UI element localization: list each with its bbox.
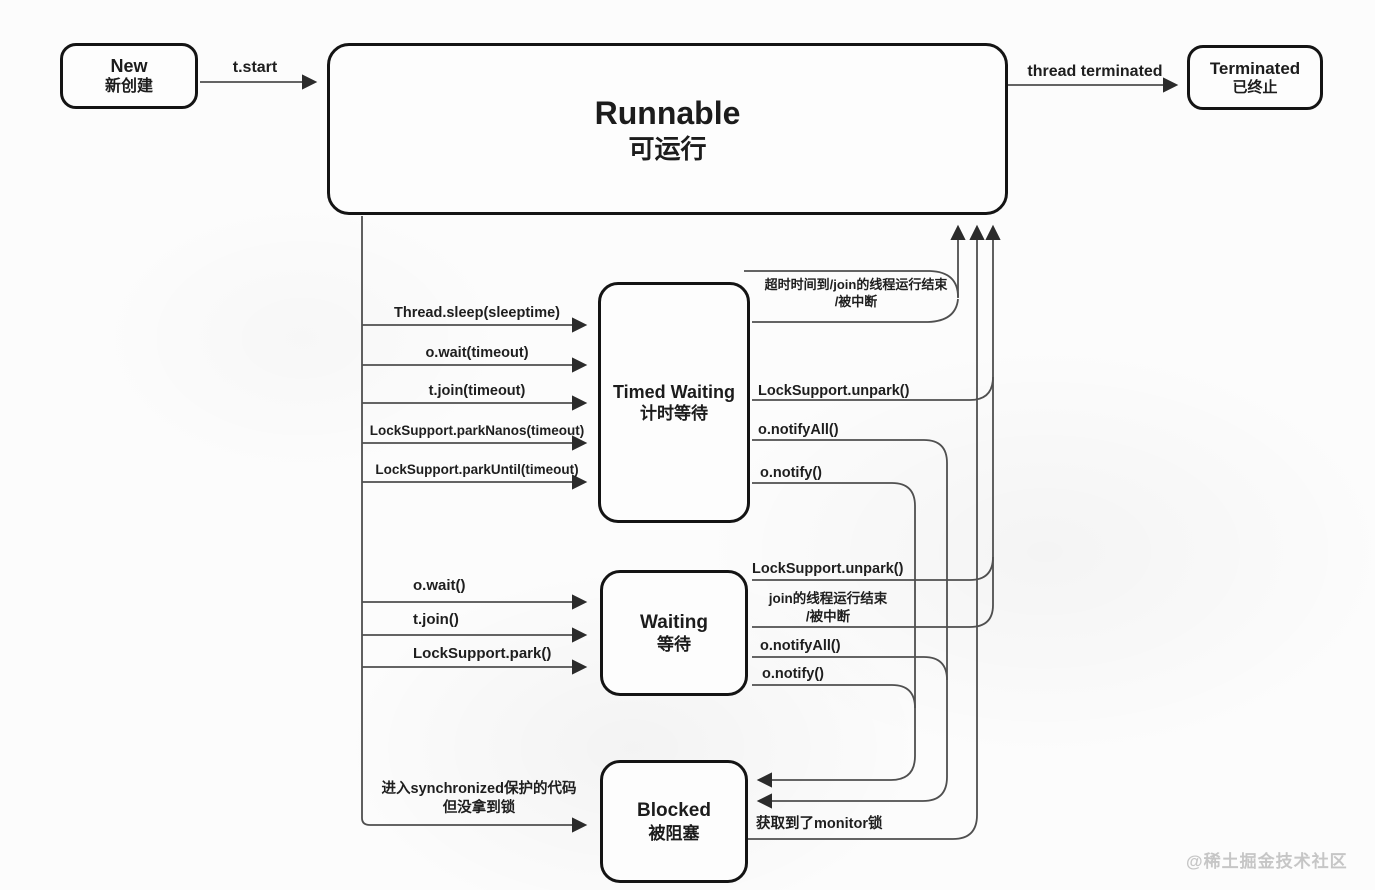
- node-timed-waiting-subtitle: 计时等待: [640, 404, 708, 424]
- edge-label-enter-sync: 进入synchronized保护的代码 但没拿到锁: [363, 780, 595, 818]
- trunk-left: [361, 216, 588, 833]
- node-timed-waiting-title: Timed Waiting: [612, 381, 735, 402]
- edge-label-thread-terminated: thread terminated: [1027, 63, 1163, 80]
- edge-label-tw-notify: o.notify(): [760, 465, 823, 481]
- edge-label-t-start: t.start: [232, 59, 278, 76]
- node-runnable-subtitle: 可运行: [628, 133, 707, 164]
- edge-label-w-unpark: LockSupport.unpark(): [752, 561, 904, 577]
- edge-label-park-until: LockSupport.parkUntil(timeout): [375, 462, 579, 477]
- edge-label-park-nanos: LockSupport.parkNanos(timeout): [369, 423, 585, 438]
- node-terminated: Terminated 已终止: [1187, 45, 1323, 110]
- node-blocked: Blocked 被阻塞: [600, 760, 748, 883]
- edge-label-join-timeout: t.join(timeout): [428, 383, 526, 399]
- edge-label-tw-timeout-line1: 超时时间到/join的线程运行结束: [764, 277, 948, 292]
- edge-label-w-notify: o.notify(): [762, 666, 825, 682]
- edge-label-got-monitor: 获取到了monitor锁: [756, 816, 883, 832]
- edge-label-w-join-end: join的线程运行结束 /被中断: [752, 590, 904, 625]
- edge-label-tw-notify-all: o.notifyAll(): [758, 422, 839, 438]
- node-terminated-title: Terminated: [1209, 58, 1301, 78]
- node-waiting: Waiting 等待: [600, 570, 748, 696]
- node-blocked-subtitle: 被阻塞: [648, 823, 700, 843]
- node-runnable-title: Runnable: [594, 94, 741, 131]
- edge-label-tw-timeout: 超时时间到/join的线程运行结束 /被中断: [750, 277, 962, 311]
- node-waiting-title: Waiting: [640, 611, 708, 633]
- edge-label-sleep: Thread.sleep(sleeptime): [394, 305, 560, 321]
- node-timed-waiting: Timed Waiting 计时等待: [598, 282, 750, 523]
- edge-label-t-join: t.join(): [413, 611, 459, 628]
- node-new-title: New: [110, 55, 148, 76]
- edge-label-wait-timeout: o.wait(timeout): [425, 345, 529, 361]
- node-terminated-subtitle: 已终止: [1232, 78, 1278, 96]
- edge-label-tw-unpark: LockSupport.unpark(): [758, 383, 910, 399]
- node-blocked-title: Blocked: [637, 800, 711, 821]
- edge-label-w-join-end-line1: join的线程运行结束: [768, 591, 888, 606]
- edge-label-o-wait: o.wait(): [413, 577, 466, 594]
- node-runnable: Runnable 可运行: [327, 43, 1008, 215]
- edge-label-park: LockSupport.park(): [413, 645, 552, 662]
- edge-label-w-join-end-line2: /被中断: [805, 608, 851, 624]
- watermark: @稀土掘金技术社区: [1186, 852, 1348, 871]
- edge-label-w-notify-all: o.notifyAll(): [760, 638, 841, 654]
- edge-label-tw-timeout-line2: /被中断: [834, 293, 878, 309]
- edge-label-enter-sync-line1: 进入synchronized保护的代码: [381, 781, 577, 797]
- edge-label-enter-sync-line2: 但没拿到锁: [442, 799, 516, 816]
- node-new-subtitle: 新创建: [104, 78, 153, 96]
- node-waiting-subtitle: 等待: [657, 635, 691, 655]
- node-new: New 新创建: [60, 43, 198, 109]
